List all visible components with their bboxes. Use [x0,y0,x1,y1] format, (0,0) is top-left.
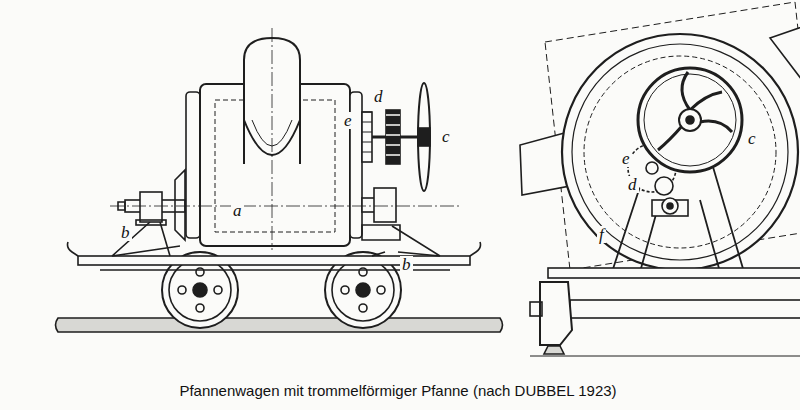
part-letter: a [231,202,244,219]
part-letter: b [119,224,132,241]
part-letter: e [342,112,354,129]
part-letter: d [626,176,639,193]
caption: Pfannenwagen mit trommelförmiger Pfanne … [179,382,616,400]
part-letter: f [597,226,606,243]
part-letter: c [746,130,758,147]
part-letter: b [400,256,413,273]
part-letter: d [372,88,385,105]
part-letter: c [440,128,452,145]
part-letter: e [620,150,632,167]
